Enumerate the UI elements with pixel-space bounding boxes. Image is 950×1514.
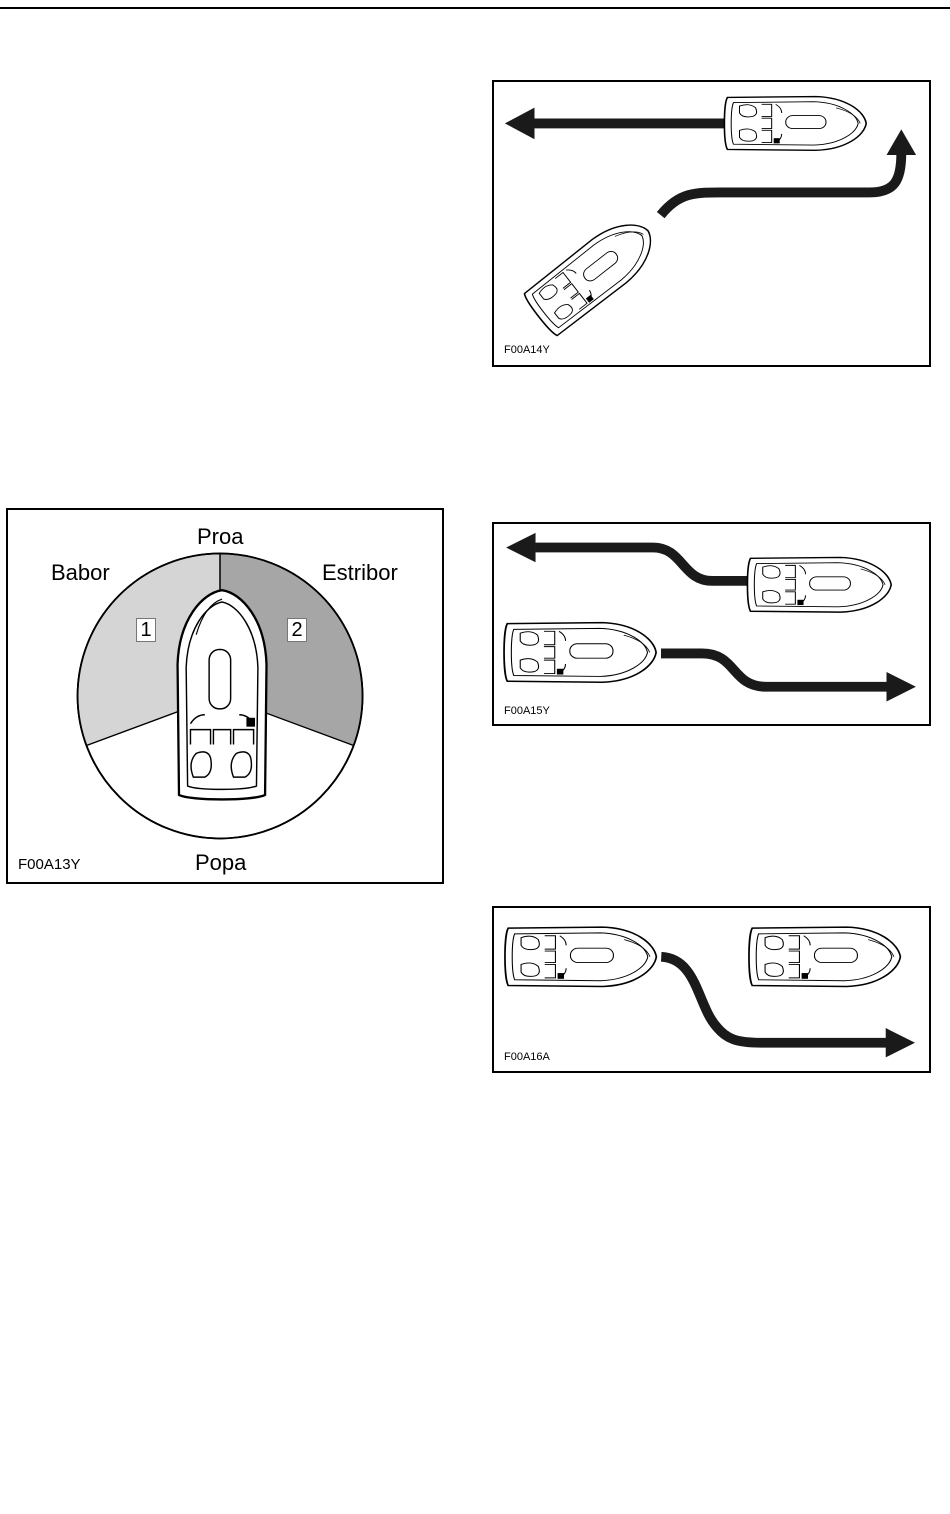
sector-1-number: 1 [136, 618, 156, 642]
lower-path-arrow [661, 653, 888, 686]
upper-path-arrow [536, 548, 754, 581]
page-header-rule [0, 7, 950, 9]
passing-maneuver-drawing [494, 524, 929, 724]
boat-right-upper [747, 557, 891, 612]
figure-code: F00A15Y [504, 705, 550, 717]
figure-overtaking-maneuver: F00A16A [492, 906, 931, 1073]
boat-left [505, 927, 656, 986]
starboard-label: Estribor [322, 560, 398, 586]
figure-code: F00A14Y [504, 344, 550, 356]
arrow-head-right [886, 1028, 915, 1057]
figure-turn-maneuver: F00A14Y [492, 80, 931, 367]
arrow-head-right [887, 672, 916, 701]
turn-maneuver-drawing [494, 82, 929, 365]
sector-2-number: 2 [287, 618, 307, 642]
boat-top [724, 97, 866, 151]
figure-boat-sectors: Proa Babor Estribor Popa 1 2 F00A13Y [6, 508, 444, 884]
boat-bottom [522, 209, 665, 338]
arrow-head-left [505, 108, 535, 140]
overtaking-maneuver-drawing [494, 908, 929, 1071]
figure-code: F00A13Y [18, 856, 81, 873]
stern-label: Popa [195, 850, 246, 876]
arrow-head-up [887, 129, 917, 155]
port-label: Babor [51, 560, 110, 586]
boat-left-lower [504, 623, 656, 683]
bow-label: Proa [197, 524, 243, 550]
figure-passing-maneuver: F00A15Y [492, 522, 931, 726]
boat-right [749, 927, 900, 986]
boat-top-view [178, 590, 267, 799]
figure-code: F00A16A [504, 1051, 550, 1063]
curved-path-arrow [661, 153, 902, 215]
arrow-head-left [506, 533, 535, 562]
